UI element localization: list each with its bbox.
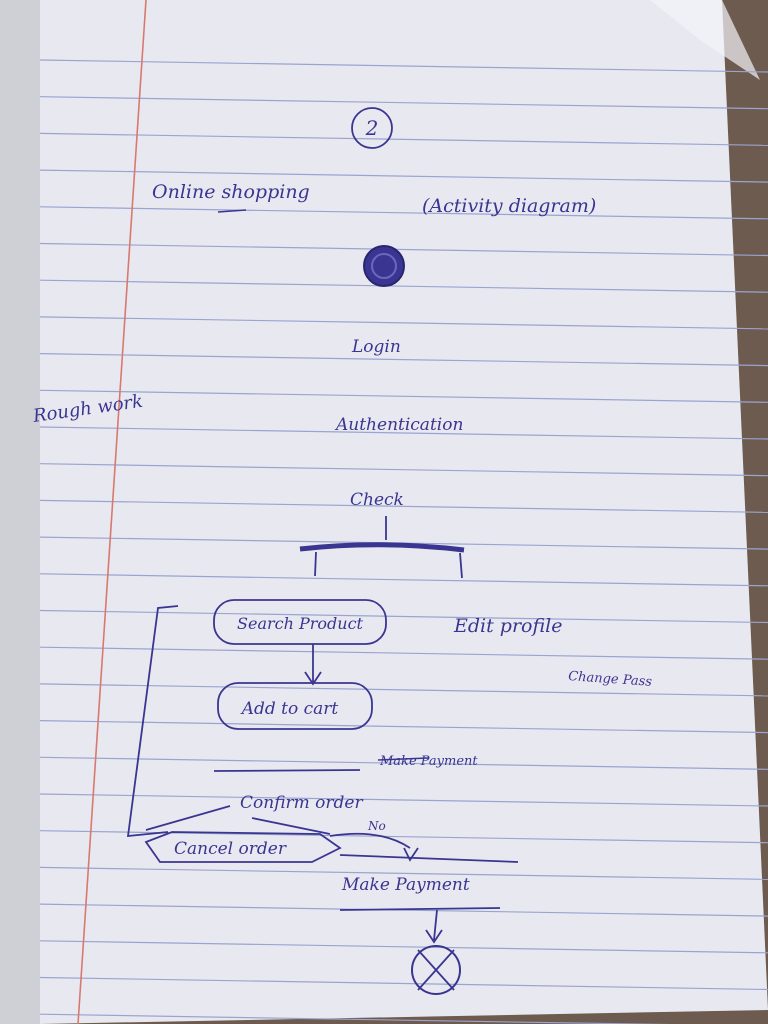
end-node [411, 945, 461, 995]
ruled-line [39, 646, 768, 660]
ruled-line [39, 720, 768, 734]
paper-sheet [40, 0, 768, 1024]
node-confirm-order: Confirm order [240, 793, 363, 813]
ruled-line [39, 499, 768, 513]
strikethrough-mark [377, 757, 429, 761]
page-number-circle [351, 107, 393, 149]
node-no-label: No [367, 819, 386, 833]
node-make-payment-note: Make Payment [379, 754, 478, 769]
arrow-to-end [433, 909, 438, 941]
ruled-line [39, 426, 768, 440]
join-bar [213, 769, 361, 772]
fork-left-branch [314, 551, 317, 577]
ruled-line [39, 573, 768, 587]
no-branch-line [329, 832, 411, 849]
node-edit-profile: Edit profile [453, 615, 562, 637]
page-curl [650, 0, 760, 80]
ruled-line [39, 609, 768, 624]
start-node-scribble [371, 253, 397, 279]
node-make-payment: Make Payment [341, 875, 470, 895]
node-check: Check [350, 490, 404, 510]
merge-bar [339, 854, 519, 863]
ruled-line [39, 756, 768, 770]
arrow-head-end [425, 929, 443, 944]
start-node [363, 245, 405, 287]
page-number: 2 [365, 116, 379, 140]
add-to-cart-box [217, 682, 373, 730]
ruled-line [39, 389, 768, 403]
title-underline-mark [217, 209, 247, 213]
ruled-line [39, 132, 768, 146]
fork-bar [299, 542, 465, 553]
end-node-cross-b [417, 949, 455, 991]
ruled-line [39, 353, 768, 367]
ruled-line [39, 976, 768, 991]
ruled-line [39, 169, 768, 183]
ruled-line [39, 866, 768, 880]
decision-left-edge [145, 805, 231, 831]
cancel-order-diamond [144, 831, 342, 863]
search-product-box [213, 599, 387, 645]
ruled-line [39, 279, 768, 293]
node-change-password: Change Pass [568, 669, 653, 690]
ruled-line [39, 59, 768, 73]
ruled-line [39, 463, 768, 477]
node-search-product: Search Product [237, 614, 364, 633]
ruled-line [39, 793, 768, 807]
margin-line [77, 0, 147, 1024]
underlying-page [0, 0, 40, 1024]
arrow-head-cart [304, 671, 322, 686]
decision-right-edge [251, 817, 331, 835]
title-left: Online shopping [152, 181, 310, 203]
node-cancel-order: Cancel order [174, 839, 287, 859]
node-login: Login [351, 337, 401, 357]
title-right: (Activity diagram) [422, 195, 596, 217]
ruled-line [39, 940, 768, 954]
ruled-line [39, 1013, 671, 1024]
ruled-line [39, 683, 768, 697]
ruled-line [39, 206, 768, 220]
fork-right-branch [459, 552, 463, 579]
ruled-line [39, 96, 768, 110]
loop-back-line [126, 605, 179, 838]
ruled-line [39, 316, 768, 330]
node-add-to-cart: Add to cart [240, 699, 339, 719]
node-authentication: Authentication [334, 415, 463, 435]
ruled-line [39, 242, 768, 257]
no-branch-arrow-head [403, 847, 419, 862]
final-bar [339, 907, 501, 911]
